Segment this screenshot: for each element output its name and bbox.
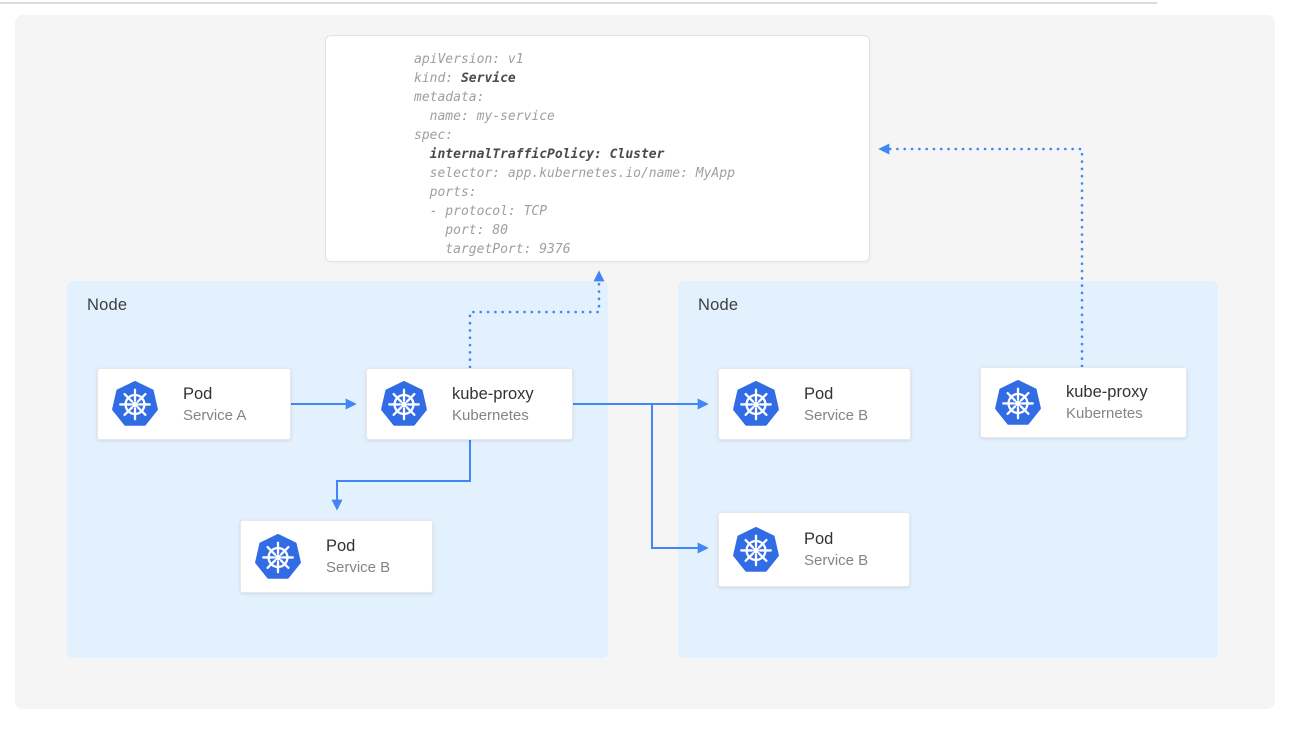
kube-proxy-left-card: kube-proxy Kubernetes [366,368,573,440]
card-title: Pod [804,530,834,548]
pod-a-card: Pod Service A [97,368,291,440]
kubernetes-icon [112,381,158,427]
pod-b-right-top-card: Pod Service B [718,368,911,440]
kubernetes-icon [381,381,427,427]
card-subtitle: Service A [183,406,247,424]
card-title: Pod [804,384,834,403]
kubernetes-icon [733,527,779,573]
kubernetes-icon [255,534,301,580]
card-subtitle: Service B [804,406,869,424]
node-left-label: Node [87,296,128,314]
card-subtitle: Kubernetes [1066,405,1143,422]
node-right: Node [678,281,1218,658]
pod-b-left-card: Pod Service B [240,520,433,593]
card-title: kube-proxy [1066,383,1148,401]
pod-b-right-bottom-card: Pod Service B [718,512,910,587]
top-divider [0,2,1157,4]
card-title: Pod [183,384,213,403]
card-subtitle: Service B [326,559,391,576]
kubernetes-icon [995,380,1041,426]
kube-proxy-right-card: kube-proxy Kubernetes [980,367,1187,438]
card-subtitle: Kubernetes [452,406,529,424]
node-right-label: Node [698,296,739,314]
card-title: kube-proxy [452,384,534,403]
card-subtitle: Service B [804,552,869,569]
card-title: Pod [326,537,356,555]
node-left: Node [67,281,608,658]
kubernetes-icon [733,381,779,427]
